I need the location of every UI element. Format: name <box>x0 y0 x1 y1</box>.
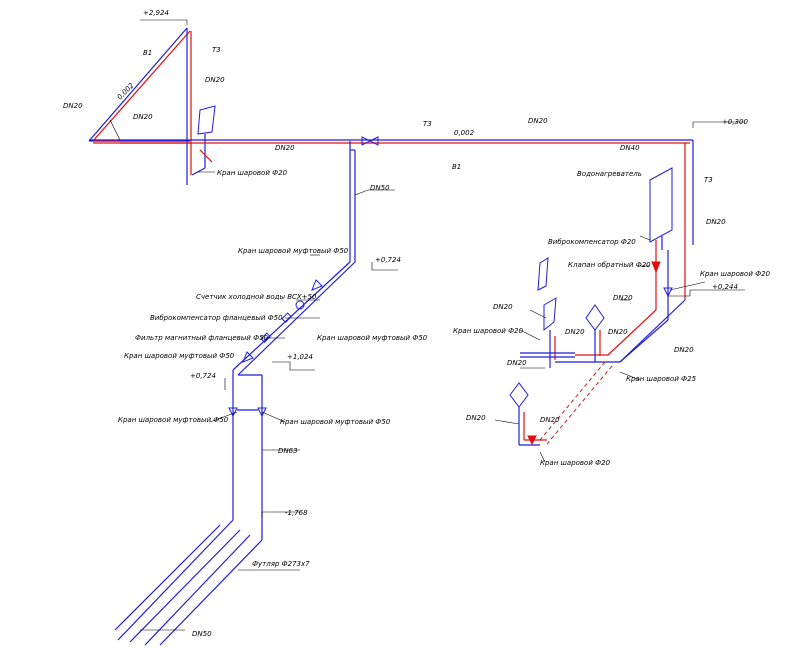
label-elev-1024: +1,024 <box>287 353 313 361</box>
label-elev-top: +2,924 <box>143 9 169 17</box>
label-t3-right: T3 <box>704 176 713 184</box>
label-dn20-e: DN20 <box>674 346 694 354</box>
label-b1-top: B1 <box>143 49 152 57</box>
label-dn40: DN40 <box>620 144 640 152</box>
leader-lines <box>109 19 745 631</box>
dn63-vertical <box>114 370 267 646</box>
label-check-valve-20: Клапан обратный Ф20 <box>568 261 651 269</box>
label-dn20-main-right: DN20 <box>528 117 548 125</box>
sink-right-icon <box>537 257 549 291</box>
meter-icon <box>295 300 305 310</box>
label-dn63: DN63 <box>278 447 298 455</box>
label-dn50-riser: DN50 <box>370 184 390 192</box>
label-dn50-bottom: DN50 <box>192 630 212 638</box>
valve-upper-icon <box>311 279 323 291</box>
label-dn20-a: DN20 <box>613 294 633 302</box>
label-valve-left-top: Кран шаровой Ф20 <box>217 169 288 177</box>
labels: +2,924 B1 T3 DN20 0,002 DN20 DN20 DN20 T… <box>63 9 771 638</box>
label-elev-1768: -1,768 <box>285 509 308 517</box>
label-ball-valve-coupling-50-l2: Кран шаровой муфтовый Ф50 <box>118 416 229 424</box>
label-dn20-g: DN20 <box>466 414 486 422</box>
dn50-riser <box>232 141 356 376</box>
bottom-valve-icon <box>527 435 537 446</box>
label-ball-valve-20-right: Кран шаровой Ф20 <box>700 270 771 278</box>
label-dn20-f: DN20 <box>507 359 527 367</box>
label-ball-valve-coupling-50-left: Кран шаровой муфтовый Ф50 <box>124 352 235 360</box>
label-ball-valve-25: Кран шаровой Ф25 <box>626 375 697 383</box>
label-t3-main: T3 <box>423 120 432 128</box>
check-valve-icon <box>651 261 661 274</box>
label-vibro-20: Виброкомпенсатор Ф20 <box>548 238 636 246</box>
label-dn20-b: DN20 <box>493 303 513 311</box>
water-heater-icon <box>649 167 673 243</box>
vibro-flange-icon <box>281 312 292 323</box>
fixture-bottom-icon <box>509 382 529 408</box>
header-valve-icon <box>361 136 379 146</box>
basin-icon <box>543 297 557 332</box>
label-dn20-vert: DN20 <box>205 76 225 84</box>
label-elev-0724-b: +0,724 <box>190 372 216 380</box>
label-ball-valve-20-mid: Кран шаровой Ф20 <box>453 327 524 335</box>
label-t3-top: T3 <box>212 46 221 54</box>
label-dn20-diag: DN20 <box>133 113 153 121</box>
label-dn20-left: DN20 <box>63 102 83 110</box>
label-slope-main: 0,002 <box>454 129 475 137</box>
label-ball-valve-coupling-50-right: Кран шаровой муфтовый Ф50 <box>317 334 428 342</box>
water-heater-assembly <box>509 167 686 446</box>
main-header <box>89 136 694 300</box>
top-left-loop <box>88 27 216 185</box>
label-water-heater: Водонагреватель <box>577 170 642 178</box>
label-elev-0244: +0,244 <box>712 283 738 291</box>
label-ball-valve-20-bottom: Кран шаровой Ф20 <box>540 459 611 467</box>
label-dn20-h: DN20 <box>540 416 560 424</box>
label-dn20-c: DN20 <box>565 328 585 336</box>
bypass-valve-right-icon <box>257 407 267 418</box>
label-ball-valve-coupling-50-top: Кран шаровой муфтовый Ф50 <box>238 247 349 255</box>
label-dn20-right: DN20 <box>706 218 726 226</box>
label-dn20-d: DN20 <box>608 328 628 336</box>
label-dn20-main: DN20 <box>275 144 295 152</box>
label-b1-main: B1 <box>452 163 461 171</box>
label-vibro-flange-50: Виброкомпенсатор фланцевый Ф50 <box>150 314 283 322</box>
label-magnetic-filter-50: Фильтр магнитный фланцевый Ф50 <box>135 334 269 342</box>
ball-valve-right-icon <box>663 287 673 298</box>
label-elev-right: +0,300 <box>722 118 748 126</box>
label-ball-valve-coupling-50-r2: Кран шаровой муфтовый Ф50 <box>280 418 391 426</box>
label-cold-water-meter: Счетчик холодной воды ВСХ+50 <box>196 293 317 301</box>
fixture-mid-icon <box>585 304 605 331</box>
filter-icon <box>260 332 271 343</box>
label-sleeve: Футляр Ф273х7 <box>252 560 310 568</box>
sink-symbol <box>197 105 216 135</box>
valve-lower-icon <box>242 351 254 363</box>
bypass-valve-left-icon <box>228 407 238 418</box>
label-elev-0724-a: +0,724 <box>375 256 401 264</box>
